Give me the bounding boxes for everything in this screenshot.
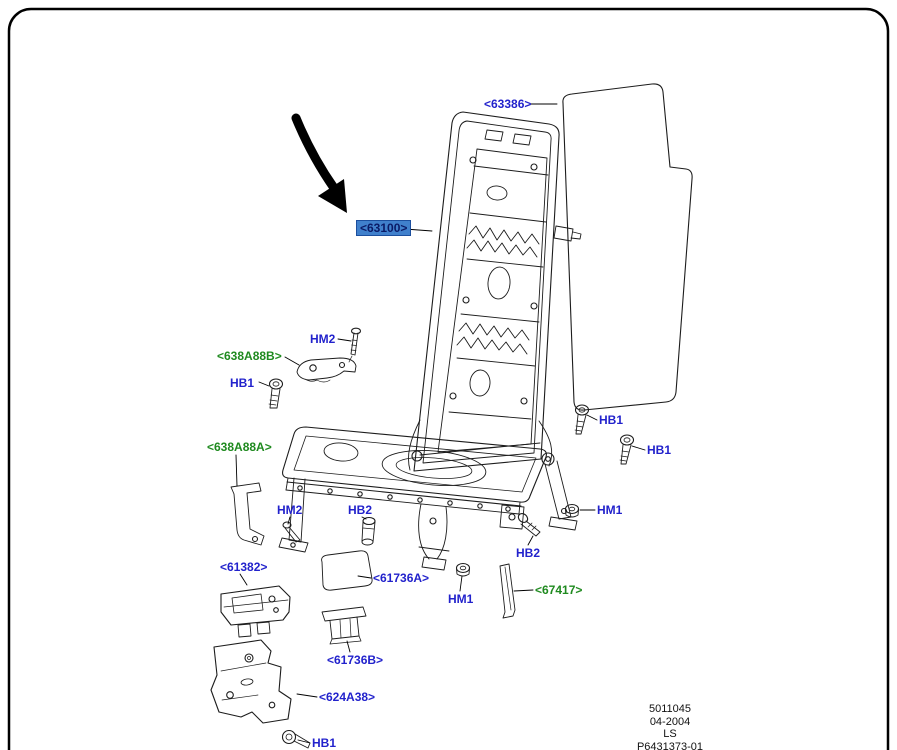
- footer-line-4: P6431373-01: [636, 740, 704, 750]
- callout-hm2-lower[interactable]: HM2: [277, 503, 303, 517]
- drawing-reference-block: 5011045 04-2004 LS P6431373-01: [628, 703, 712, 750]
- callout-63386[interactable]: <63386>: [484, 97, 532, 111]
- callout-hb2-right[interactable]: HB2: [516, 546, 541, 560]
- back-panel-drawing: [562, 83, 693, 411]
- callout-63100-selected[interactable]: <63100>: [356, 220, 412, 236]
- callout-hm1-lower[interactable]: HM1: [448, 592, 474, 606]
- callout-638a88a[interactable]: <638A88A>: [207, 440, 272, 454]
- callout-hm1-right[interactable]: HM1: [597, 503, 623, 517]
- small-parts-drawing: [210, 357, 516, 724]
- footer-line-1: 5011045: [648, 703, 691, 715]
- backrest-frame-drawing: [408, 111, 582, 472]
- callout-hb1-left[interactable]: HB1: [230, 376, 255, 390]
- callout-67417[interactable]: <67417>: [535, 583, 583, 597]
- callout-hm2-upper[interactable]: HM2: [310, 332, 336, 346]
- annotation-arrow: [291, 113, 347, 213]
- callout-61736a[interactable]: <61736A>: [373, 571, 430, 585]
- callout-61382[interactable]: <61382>: [220, 560, 268, 574]
- fasteners-drawing: [268, 327, 635, 749]
- footer-line-2: 04-2004: [649, 715, 691, 728]
- callout-638a88b[interactable]: <638A88B>: [217, 349, 282, 363]
- callout-61736b[interactable]: <61736B>: [327, 653, 384, 667]
- footer-line-3: LS: [663, 728, 677, 740]
- callout-624a38[interactable]: <624A38>: [319, 690, 376, 704]
- callout-hb1-right-upper[interactable]: HB1: [599, 413, 624, 427]
- callout-hb1-right-lower[interactable]: HB1: [647, 443, 672, 457]
- callout-hb2-left[interactable]: HB2: [348, 503, 373, 517]
- seat-base-drawing: [278, 426, 578, 571]
- page-border: [7, 7, 890, 750]
- callout-hb1-bottom[interactable]: HB1: [312, 736, 337, 750]
